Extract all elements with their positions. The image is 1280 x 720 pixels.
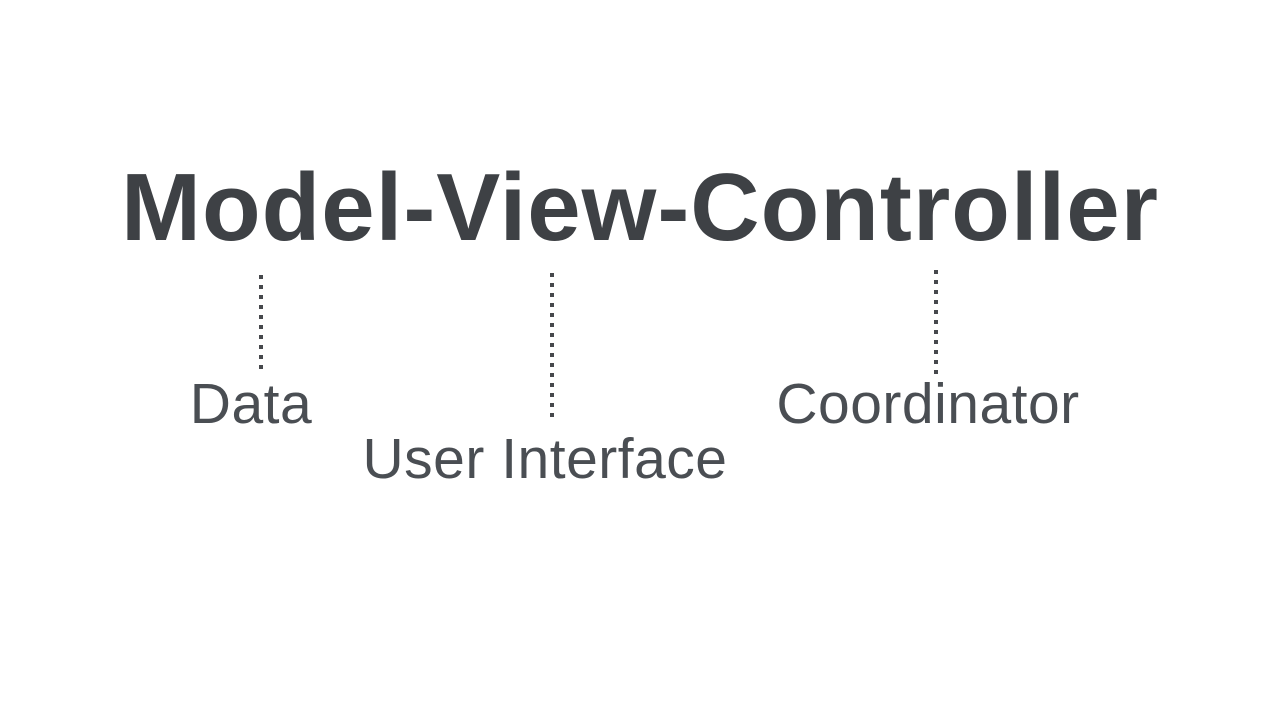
view-connector-dotted-line [550, 273, 554, 419]
label-model-data: Data [189, 372, 313, 436]
model-connector-dotted-line [259, 275, 263, 371]
label-view-user-interface: User Interface [362, 427, 728, 491]
controller-connector-dotted-line [934, 270, 938, 374]
label-controller-coordinator: Coordinator [776, 372, 1080, 436]
page-title: Model-View-Controller [121, 154, 1159, 261]
